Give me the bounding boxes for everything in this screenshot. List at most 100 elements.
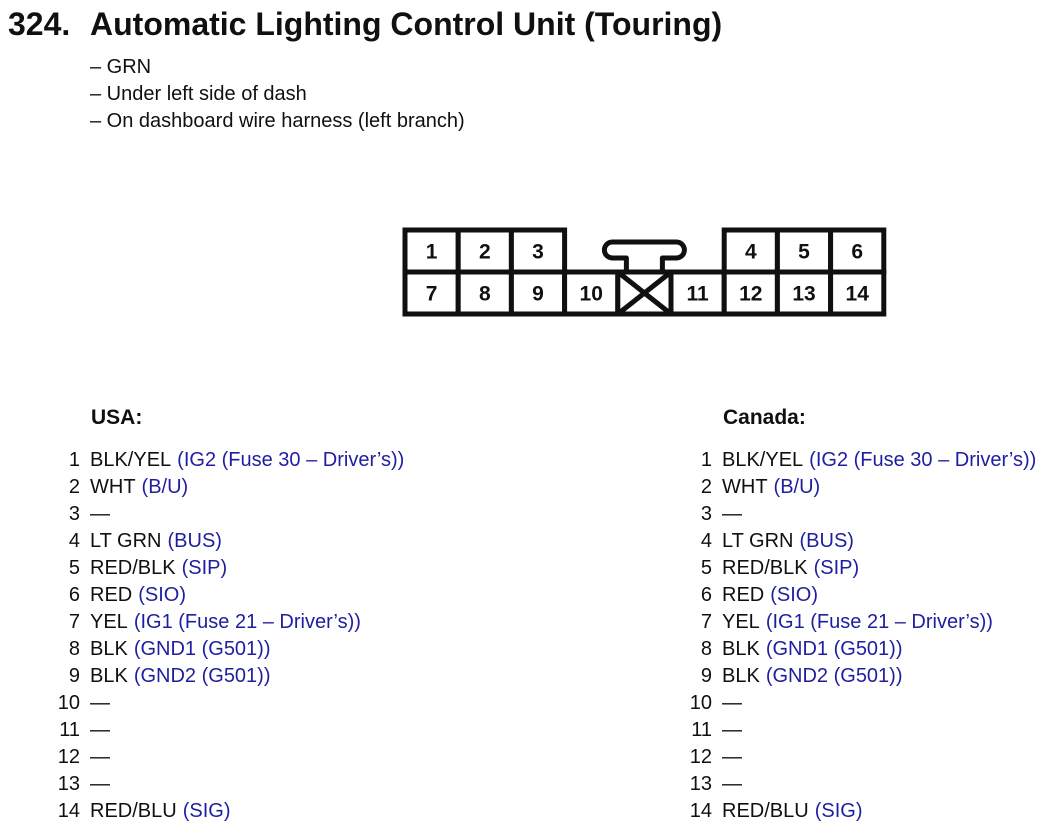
- pin-number: 13: [689, 773, 712, 795]
- connector-pin-numbers: 1 2 3 4 5 6 7 8 9 10 11 12 13 14: [426, 241, 869, 306]
- page-title: Automatic Lighting Control Unit (Touring…: [90, 6, 723, 42]
- note-line: – On dashboard wire harness (left branch…: [90, 110, 465, 132]
- pin-wire: RED/BLK: [90, 557, 176, 579]
- pin-wire: LT GRN: [90, 530, 162, 552]
- pin-row: 12—: [684, 744, 1047, 771]
- pin-number: 4: [68, 530, 80, 552]
- pin-number: 1: [700, 449, 712, 471]
- pin-cell-label: 7: [426, 283, 438, 306]
- pin-row: 8 BLK(GND1 (G501)): [52, 636, 492, 663]
- pin-cell-label: 12: [739, 283, 762, 306]
- pin-wire: BLK/YEL: [90, 449, 172, 471]
- pin-wire: —: [90, 719, 110, 741]
- pin-cell-label: 4: [745, 241, 757, 264]
- pin-row: 10 —: [684, 690, 1047, 717]
- pin-signal: (GND1 (G501)): [765, 638, 903, 660]
- pin-signal: (SIP): [813, 557, 860, 579]
- pin-number: 1: [68, 449, 80, 471]
- pin-wire: RED: [90, 584, 133, 606]
- pin-signal: (GND1 (G501)): [133, 638, 271, 660]
- pin-wire: —: [722, 503, 742, 525]
- pin-row: 13 —: [684, 771, 1047, 798]
- pin-number: 3: [700, 503, 712, 525]
- column-header-usa: USA:: [91, 406, 143, 429]
- pin-wire: —: [90, 746, 110, 768]
- pin-signal: (B/U): [141, 476, 189, 498]
- pin-wire: WHT: [722, 476, 768, 498]
- pin-signal: (B/U): [773, 476, 821, 498]
- pin-wire: LT GRN: [722, 530, 794, 552]
- pin-signal: (SIG): [182, 800, 231, 822]
- pin-wire: YEL: [722, 611, 760, 633]
- pin-row: 4 LT GRN(BUS): [52, 528, 492, 555]
- pin-number: 5: [700, 557, 712, 579]
- pin-number: 11: [691, 719, 712, 741]
- connector-cells: [402, 227, 887, 317]
- pin-cell-label: 13: [792, 283, 815, 306]
- pin-cell-label: 5: [798, 241, 810, 264]
- location-notes: – GRN – Under left side of dash – On das…: [90, 54, 465, 135]
- pin-wire: RED/BLU: [722, 800, 809, 822]
- pin-number: 5: [68, 557, 80, 579]
- section-title: 324. Automatic Lighting Control Unit (To…: [8, 6, 722, 43]
- pin-number: 14: [689, 800, 712, 822]
- keyway-x-icon: [616, 270, 673, 316]
- pin-cell-label: 8: [479, 283, 491, 306]
- pin-cell-label: 9: [532, 283, 544, 306]
- pin-wire: WHT: [90, 476, 136, 498]
- pin-wire: —: [722, 692, 742, 714]
- pin-number: 8: [700, 638, 712, 660]
- pin-row: 10—: [52, 690, 492, 717]
- pin-number: 9: [68, 665, 80, 687]
- pin-number: 12: [689, 746, 712, 768]
- pin-wire: —: [90, 503, 110, 525]
- pin-signal: (BUS): [167, 530, 222, 552]
- pin-wire: RED/BLK: [722, 557, 808, 579]
- pin-number: 6: [68, 584, 80, 606]
- pin-wire: —: [722, 773, 742, 795]
- pin-number: 7: [68, 611, 80, 633]
- pin-wire: BLK: [722, 665, 760, 687]
- pin-row: 5 RED/BLK(SIP): [684, 555, 1047, 582]
- pin-number: 10: [57, 692, 80, 714]
- pin-wire: RED/BLU: [90, 800, 177, 822]
- connector-diagram: 1 2 3 4 5 6 7 8 9 10 11 12 13 14: [402, 227, 887, 317]
- pin-cell-label: 1: [426, 241, 438, 264]
- pin-wire: —: [722, 719, 742, 741]
- pin-cell-label: 3: [532, 241, 544, 264]
- pin-cell-label: 11: [686, 283, 709, 306]
- pin-number: 11: [59, 719, 80, 741]
- pin-signal: (SIO): [770, 584, 819, 606]
- pin-signal: (GND2 (G501)): [765, 665, 903, 687]
- pin-wire: RED: [722, 584, 765, 606]
- pin-number: 3: [68, 503, 80, 525]
- pin-signal: (IG2 (Fuse 30 – Driver’s)): [177, 449, 405, 471]
- pin-number: 8: [68, 638, 80, 660]
- pin-row: 3—: [52, 501, 492, 528]
- pin-signal: (IG1 (Fuse 21 – Driver’s)): [133, 611, 361, 633]
- pin-row: 14 RED/BLU(SIG): [684, 798, 1047, 825]
- pin-signal: (GND2 (G501)): [133, 665, 271, 687]
- pin-wire: BLK: [90, 638, 128, 660]
- pin-number: 10: [689, 692, 712, 714]
- pin-wire: BLK: [90, 665, 128, 687]
- pin-number: 7: [700, 611, 712, 633]
- pin-signal: (SIG): [814, 800, 863, 822]
- pin-row: 11 —: [684, 717, 1047, 744]
- pin-wire: BLK: [722, 638, 760, 660]
- pin-number: 6: [700, 584, 712, 606]
- pin-cell-label: 6: [851, 241, 863, 264]
